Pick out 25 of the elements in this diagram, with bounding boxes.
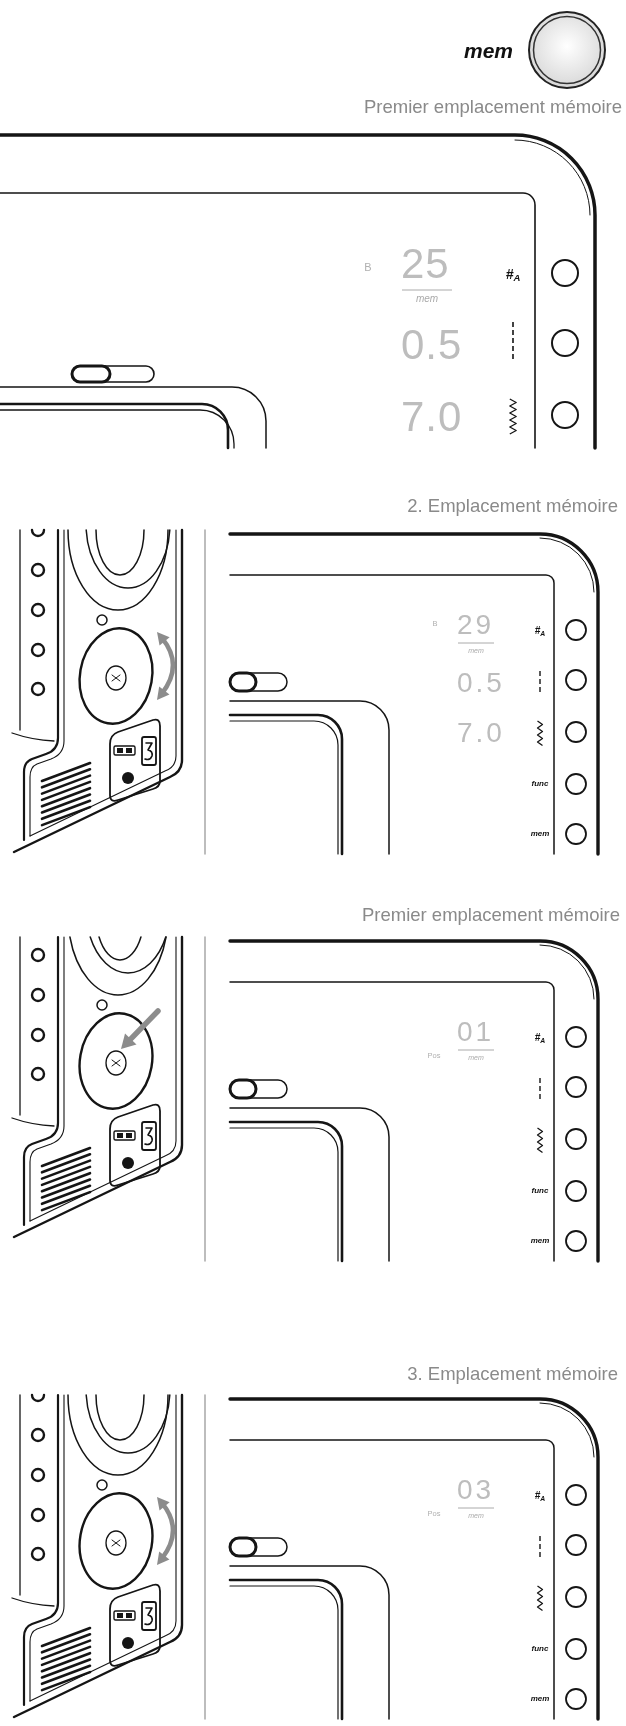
button-label: #$_{A}$ <box>505 267 521 281</box>
lcd-readout: 03 <box>457 1476 495 1504</box>
button-label: mem <box>530 1237 550 1245</box>
lcd-readout: 0.5 <box>457 669 505 697</box>
step-caption: Premier emplacement mémoire <box>361 905 620 925</box>
button-label: func <box>531 780 549 788</box>
lcd-readout: 0.5 <box>401 324 463 366</box>
lcd-readout: 7.0 <box>401 396 463 438</box>
button-label: #$_{A}$ <box>534 626 546 636</box>
button-label: #$_{A}$ <box>534 1033 546 1043</box>
button-label: mem <box>530 1695 550 1703</box>
button-label: mem <box>463 39 513 61</box>
button-label: func <box>531 1187 549 1195</box>
step-caption: 3. Emplacement mémoire <box>407 1364 618 1384</box>
lcd-readout: 29 <box>457 611 495 639</box>
display-indicator: B <box>364 261 372 273</box>
step-caption: Premier emplacement mémoire <box>363 97 622 117</box>
lcd-readout: 7.0 <box>457 719 505 747</box>
lcd-readout: 25 <box>401 243 450 285</box>
button-label: #$_{A}$ <box>534 1491 546 1501</box>
display-caption: mem <box>415 294 439 304</box>
lcd-readout: 01 <box>457 1018 495 1046</box>
button-label: mem <box>530 830 550 838</box>
step-caption: 2. Emplacement mémoire <box>407 496 618 516</box>
button-label: func <box>531 1645 549 1653</box>
